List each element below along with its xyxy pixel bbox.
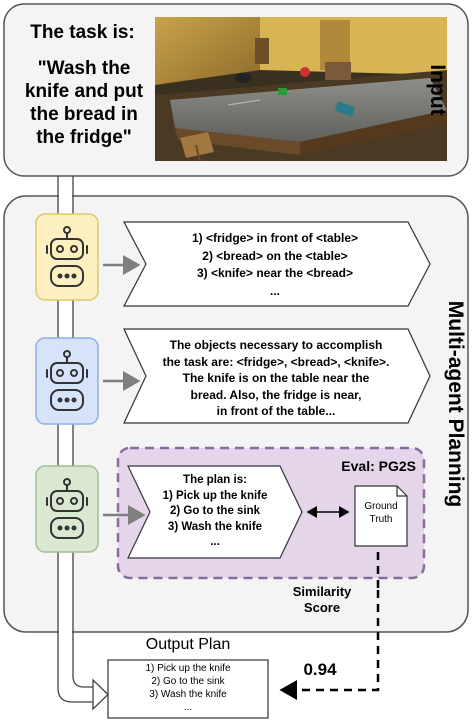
message-line: The knife is on the table near the xyxy=(182,371,370,385)
agent-2-message-shape xyxy=(123,328,431,424)
agent-2-message: The objects necessary to accomplish the … xyxy=(148,337,404,420)
task-line: knife and put xyxy=(24,81,144,102)
output-plan-list: 1) Pick up the knife 2) Go to the sink 3… xyxy=(108,662,268,714)
input-panel-label: Input xyxy=(426,64,449,116)
message-line: 3) <knife> near the <bread> xyxy=(196,266,354,280)
message-line: 1) <fridge> in front of <table> xyxy=(191,231,359,245)
task-line: the fridge" xyxy=(36,127,132,148)
message-line: the task are: <fridge>, <bread>, <knife>… xyxy=(162,354,390,369)
agent-3-message-shape xyxy=(127,465,303,559)
robot-icon xyxy=(46,226,88,287)
task-description: "Wash the knife and put the bread in the… xyxy=(14,57,154,149)
eval-label: Eval: PG2S xyxy=(341,458,416,474)
robot-icon xyxy=(46,350,88,411)
kitchen-scene-image xyxy=(155,17,447,162)
task-line: "Wash the xyxy=(37,58,131,79)
message-line: 2) Go to the sink xyxy=(169,505,261,517)
flow-pipe xyxy=(57,176,93,703)
score-arrow xyxy=(279,590,380,700)
similarity-score-value: 0.94 xyxy=(303,660,337,679)
ground-truth-label: Ground Truth xyxy=(355,500,407,526)
ground-truth-line: Truth xyxy=(369,514,393,525)
output-plan-line: 3) Wash the knife xyxy=(149,689,227,700)
message-line: ... xyxy=(269,283,280,298)
similarity-line: Score xyxy=(303,600,341,615)
task-line: the bread in xyxy=(30,104,138,125)
pipe-arrow-head xyxy=(92,678,109,711)
agent-1-message-shape xyxy=(123,221,431,307)
output-plan-title: Output Plan xyxy=(145,636,231,653)
output-plan-line: ... xyxy=(183,702,193,713)
agent-3-message: The plan is: 1) Pick up the knife 2) Go … xyxy=(150,473,280,551)
planning-panel-label: Multi-agent Planning xyxy=(444,300,467,508)
message-line: 3) Wash the knife xyxy=(167,520,263,533)
message-line: ... xyxy=(210,536,220,548)
message-line: 1) Pick up the knife xyxy=(162,489,268,502)
message-line: The plan is: xyxy=(183,474,247,486)
task-heading: The task is: xyxy=(30,22,135,43)
output-plan-line: 1) Pick up the knife xyxy=(145,663,231,674)
ground-truth-line: Ground xyxy=(364,501,398,512)
ground-truth-doc xyxy=(354,485,408,547)
similarity-score-label: Similarity Score xyxy=(284,584,360,616)
message-line: 2) <bread> on the <table> xyxy=(202,248,348,263)
output-plan-line: 2) Go to the sink xyxy=(151,676,225,687)
message-line: bread. Also, the fridge is near, xyxy=(190,387,362,402)
agent-1-message: 1) <fridge> in front of <table> 2) <brea… xyxy=(150,230,400,300)
message-line: in front of the table... xyxy=(216,404,336,418)
message-line: The objects necessary to accomplish xyxy=(169,338,383,352)
similarity-line: Similarity xyxy=(292,584,352,599)
robot-icon xyxy=(46,478,88,539)
output-plan-box xyxy=(107,659,269,719)
